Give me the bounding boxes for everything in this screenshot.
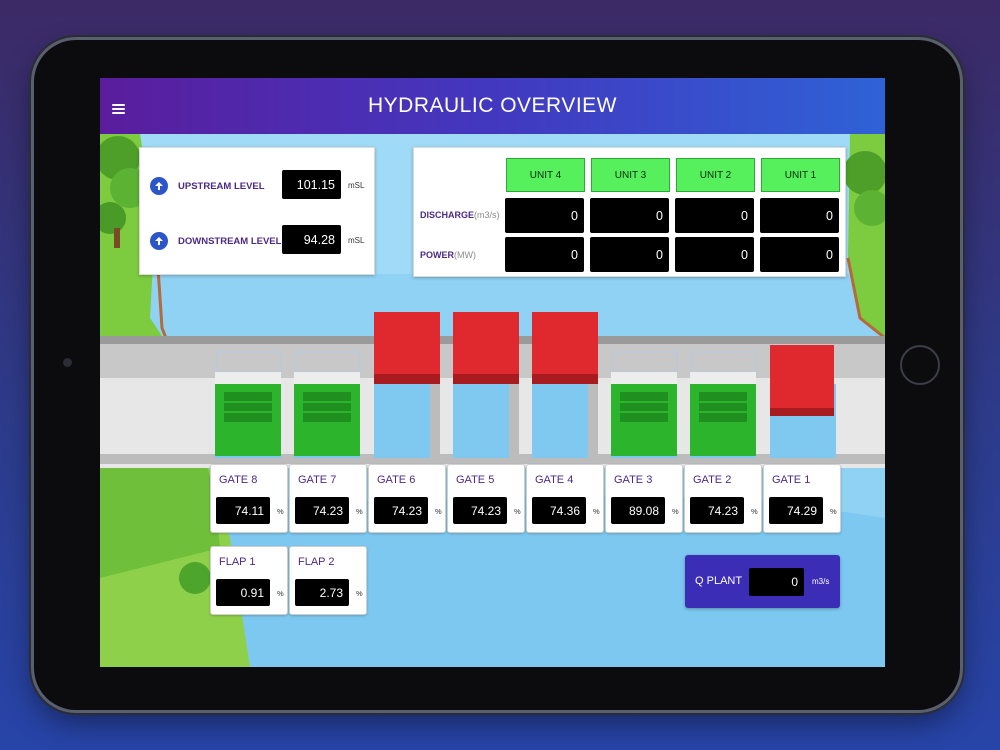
upstream-level-unit: mSL [348, 181, 365, 190]
flap-name: FLAP 2 [298, 556, 335, 568]
gate-unit: % [277, 507, 284, 516]
downstream-level-label: DOWNSTREAM LEVEL [178, 235, 282, 247]
gate-3-card[interactable]: GATE 3 89.08 % [605, 464, 683, 533]
upstream-level-label: UPSTREAM LEVEL [178, 180, 265, 192]
app-screen: HYDRAULIC OVERVIEW UPSTREAM LEVEL 101.15… [100, 78, 885, 667]
page-title: HYDRAULIC OVERVIEW [368, 94, 617, 117]
discharge-label: DISCHARGE(m3/s) [420, 210, 500, 220]
gate-name: GATE 5 [456, 474, 495, 486]
gate-value: 74.23 [295, 497, 349, 524]
gate-4-raised [532, 312, 598, 458]
q-plant-unit: m3/s [812, 577, 830, 586]
downstream-level-row: DOWNSTREAM LEVEL 94.28 mSL [140, 225, 376, 257]
gate-name: GATE 8 [219, 474, 258, 486]
gate-name: GATE 7 [298, 474, 337, 486]
q-plant-label: Q PLANT [695, 575, 743, 587]
flap-unit: % [277, 589, 284, 598]
gate-value: 74.11 [216, 497, 270, 524]
arrow-up-icon [150, 177, 168, 195]
gate-name: GATE 3 [614, 474, 653, 486]
camera-icon [63, 358, 72, 367]
gate-1-card[interactable]: GATE 1 74.29 % [763, 464, 841, 533]
unit-1-power: 0 [760, 237, 839, 272]
gate-unit: % [435, 507, 442, 516]
flap-unit: % [356, 589, 363, 598]
gate-6-raised [374, 312, 440, 458]
gate-4-card[interactable]: GATE 4 74.36 % [526, 464, 604, 533]
q-plant-value: 0 [749, 568, 804, 596]
flap-value: 0.91 [216, 579, 270, 606]
app-header: HYDRAULIC OVERVIEW [100, 78, 885, 134]
upstream-level-row: UPSTREAM LEVEL 101.15 mSL [140, 170, 376, 202]
flap-1-card[interactable]: FLAP 1 0.91 % [210, 546, 288, 615]
gate-2-card[interactable]: GATE 2 74.23 % [684, 464, 762, 533]
unit-4-power: 0 [505, 237, 584, 272]
gate-1-flap [770, 345, 834, 416]
flap-value: 2.73 [295, 579, 349, 606]
unit-2-power: 0 [675, 237, 754, 272]
gate-value: 74.23 [453, 497, 507, 524]
downstream-level-value: 94.28 [282, 225, 341, 254]
unit-2-discharge: 0 [675, 198, 754, 233]
gate-unit: % [830, 507, 837, 516]
gate-unit: % [672, 507, 679, 516]
gate-7-closed [294, 351, 361, 456]
upstream-level-value: 101.15 [282, 170, 341, 199]
gate-2-closed [690, 351, 757, 456]
flap-name: FLAP 1 [219, 556, 256, 568]
gate-8-closed [215, 351, 282, 456]
unit-1-discharge: 0 [760, 198, 839, 233]
home-button[interactable] [900, 345, 940, 385]
unit-3-power: 0 [590, 237, 669, 272]
units-card: UNIT 4 UNIT 3 UNIT 2 UNIT 1 DISCHARGE(m3… [413, 147, 846, 277]
gate-name: GATE 2 [693, 474, 732, 486]
gate-name: GATE 1 [772, 474, 811, 486]
gate-3-closed [611, 351, 678, 456]
unit-4-discharge: 0 [505, 198, 584, 233]
gate-value: 74.36 [532, 497, 586, 524]
flap-2-card[interactable]: FLAP 2 2.73 % [289, 546, 367, 615]
gate-8-card[interactable]: GATE 8 74.11 % [210, 464, 288, 533]
gate-value: 74.23 [690, 497, 744, 524]
unit-1-button[interactable]: UNIT 1 [761, 158, 840, 192]
gate-value: 74.29 [769, 497, 823, 524]
unit-2-button[interactable]: UNIT 2 [676, 158, 755, 192]
gate-5-card[interactable]: GATE 5 74.23 % [447, 464, 525, 533]
gate-unit: % [514, 507, 521, 516]
arrow-up-icon [150, 232, 168, 250]
water-levels-card: UPSTREAM LEVEL 101.15 mSL DOWNSTREAM LEV… [139, 147, 375, 275]
unit-3-button[interactable]: UNIT 3 [591, 158, 670, 192]
gate-name: GATE 4 [535, 474, 574, 486]
downstream-level-unit: mSL [348, 236, 365, 245]
gate-name: GATE 6 [377, 474, 416, 486]
hamburger-menu-icon[interactable] [112, 104, 125, 114]
unit-3-discharge: 0 [590, 198, 669, 233]
gate-6-card[interactable]: GATE 6 74.23 % [368, 464, 446, 533]
power-label: POWER(MW) [420, 250, 477, 260]
gate-unit: % [751, 507, 758, 516]
q-plant-panel: Q PLANT 0 m3/s [685, 555, 840, 608]
gate-unit: % [356, 507, 363, 516]
unit-4-button[interactable]: UNIT 4 [506, 158, 585, 192]
gate-unit: % [593, 507, 600, 516]
gate-7-card[interactable]: GATE 7 74.23 % [289, 464, 367, 533]
gate-value: 89.08 [611, 497, 665, 524]
gate-value: 74.23 [374, 497, 428, 524]
gate-5-raised [453, 312, 519, 458]
